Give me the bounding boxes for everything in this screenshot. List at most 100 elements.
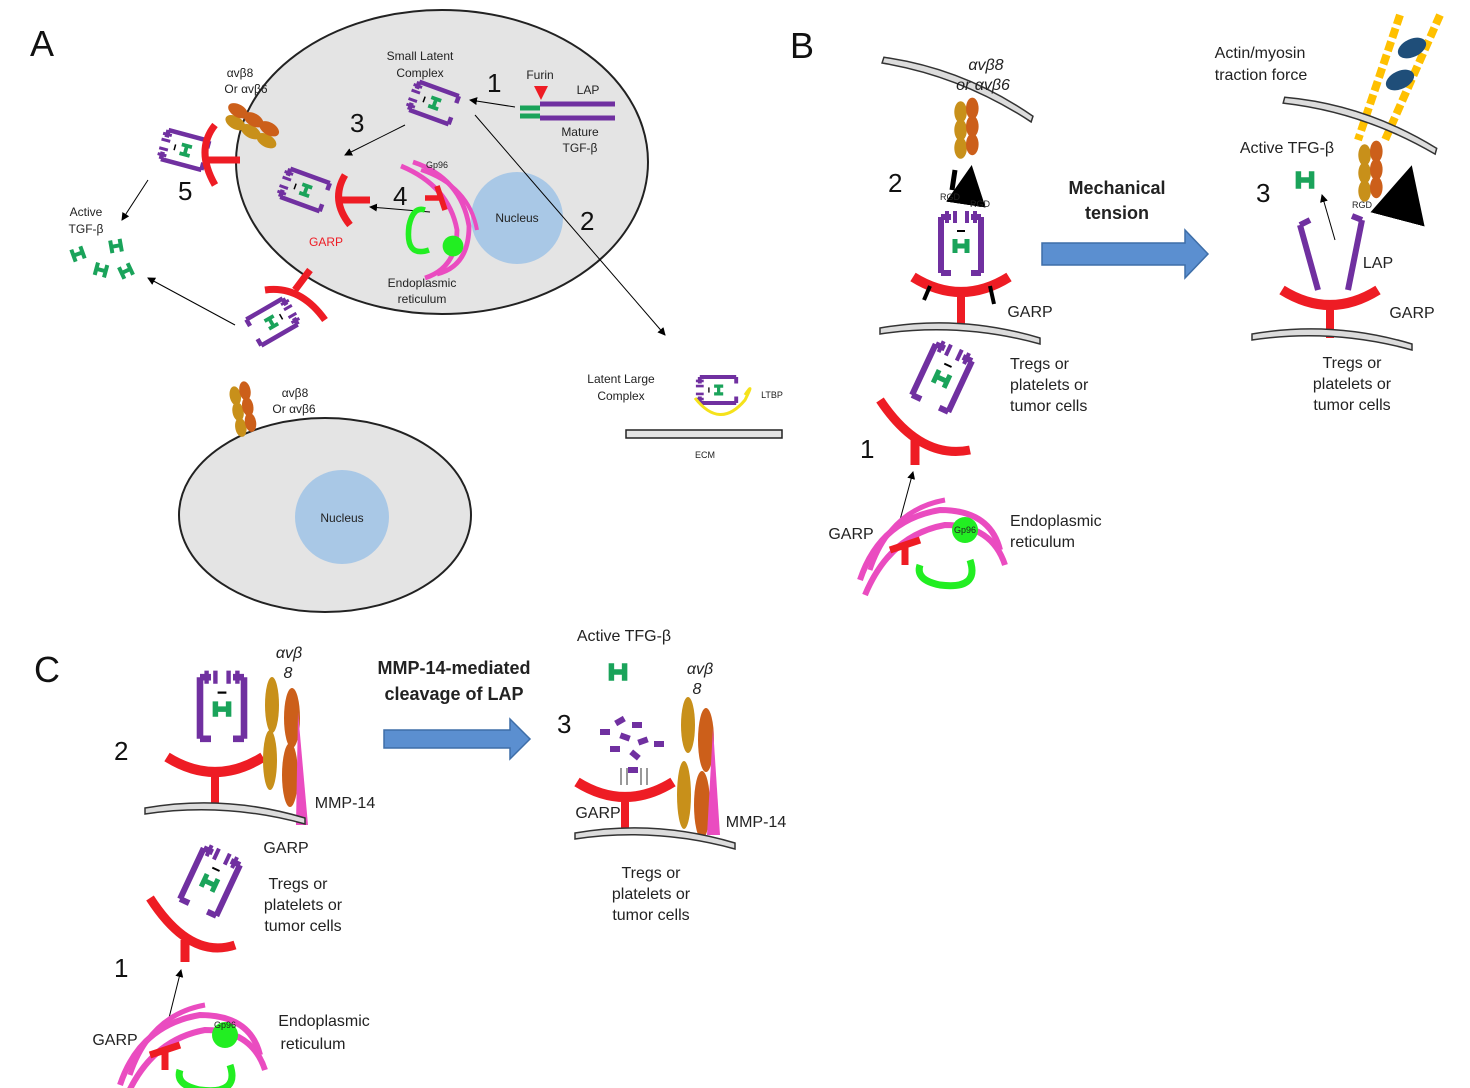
mmp14-label-c3: MMP-14 (726, 814, 787, 831)
er-label-b-2: reticulum (1010, 534, 1075, 551)
cells-c-1: Tregs or (269, 876, 329, 893)
actin-filaments (1354, 13, 1444, 142)
lap-label: LAP (577, 83, 600, 97)
panel-c: C αvβ 8 MMP-14 2 GARP Tregs or platelets… (34, 628, 786, 1088)
arrow-a-6 (147, 277, 236, 326)
mmp14-c2 (296, 712, 308, 825)
garp-label-b1: GARP (828, 526, 873, 543)
mechanical-label-1: Mechanical (1068, 178, 1165, 198)
mature-label-2: TGF-β (563, 141, 598, 155)
integrin-b-label-2: or αvβ6 (956, 77, 1010, 94)
latent-c1 (180, 843, 242, 916)
mmp14-label-c2: MMP-14 (315, 795, 376, 812)
myosin-icon-1 (1397, 37, 1427, 59)
panel-b-label: B (790, 25, 814, 66)
panel-b: B αvβ8 or αvβ6 2 RGD RGD GARP Tregs or p… (790, 13, 1444, 595)
active-tgfb-mark-c (611, 663, 624, 681)
membrane-c2 (144, 802, 306, 825)
active-tgfb-b: Active TFG-β (1240, 140, 1334, 157)
er-label-a-1: Endoplasmic (388, 276, 457, 290)
cells-c3-3: tumor cells (612, 907, 689, 924)
mmp14-c3 (707, 728, 720, 835)
step-c-2: 2 (114, 736, 128, 766)
free-garp (264, 267, 328, 323)
step-a-2: 2 (580, 206, 594, 236)
ecm-bar (625, 429, 783, 439)
arrow-a-1 (469, 97, 516, 108)
latent-b1 (912, 339, 974, 412)
er-b (860, 500, 1005, 595)
cells-c3-1: Tregs or (622, 865, 682, 882)
integrin-a-label-1: αvβ8 (227, 66, 254, 80)
lap-chain (540, 101, 615, 121)
small-latent-label-2: Complex (396, 66, 443, 80)
free-garp-latent (246, 296, 301, 345)
gp96-label-b: Gp96 (954, 525, 976, 535)
cleavage-label-1: MMP-14-mediated (377, 658, 530, 678)
step-a-1: 1 (487, 68, 501, 98)
integrin-c3-label-2: 8 (693, 681, 702, 698)
garp-membrane-a (201, 122, 240, 187)
rgd-right: RGD (970, 199, 991, 209)
ecm-label: ECM (695, 450, 715, 460)
integrin-b3 (1358, 140, 1383, 202)
ltbp-chain (693, 387, 752, 416)
gp96-label-a: Gp96 (426, 160, 448, 170)
panel-c-label: C (34, 649, 60, 690)
garp-label-b2: GARP (1007, 304, 1052, 321)
active-tgfb-mark-b (1298, 171, 1311, 189)
step-a-4: 4 (393, 181, 407, 211)
arrow-c-1 (167, 969, 184, 1023)
step-c-3: 3 (557, 709, 571, 739)
integrin-a-label-2: Or αvβ6 (224, 82, 268, 96)
membrane-b3 (1251, 328, 1413, 351)
panel-a-label: A (30, 23, 54, 64)
llc-complex (693, 375, 739, 405)
cells-b3-1: Tregs or (1323, 355, 1383, 372)
cleavage-arrow (383, 717, 532, 761)
step-a-3: 3 (350, 108, 364, 138)
garp-c2 (167, 757, 263, 805)
llc-label-1: Latent Large (587, 372, 655, 386)
arrow-a-2 (474, 114, 666, 336)
furin-label: Furin (526, 68, 553, 82)
garp-b1 (876, 397, 971, 465)
lap-fragments (600, 715, 664, 773)
garp-in-cell (335, 173, 370, 228)
latent-c2 (200, 671, 244, 739)
arrow-a-3 (344, 124, 406, 156)
integrin-a-bottom (227, 380, 259, 438)
lap-label-b: LAP (1363, 255, 1393, 272)
nucleus-bottom (295, 470, 389, 564)
garp-label-c1: GARP (92, 1032, 137, 1049)
cells-b-1: Tregs or (1010, 356, 1070, 373)
integrin-a-bottom-label-2: Or αvβ6 (272, 402, 316, 416)
integrin-c-label-2: 8 (284, 665, 293, 682)
mechanical-arrow (1041, 228, 1210, 280)
integrin-a-bottom-label-1: αvβ8 (282, 386, 309, 400)
actin-label-2: traction force (1215, 67, 1308, 84)
active-tgfb-a-1: Active (70, 205, 103, 219)
integrin-b (954, 97, 979, 159)
mature-tgfb-bars (520, 105, 540, 119)
er-label-c-2: reticulum (281, 1036, 346, 1053)
active-tgfb-mark-1 (71, 246, 84, 261)
actin-label-1: Actin/myosin (1215, 45, 1306, 62)
myosin-icon-2 (1385, 69, 1415, 91)
membrane-b2 (879, 322, 1041, 345)
cells-c3-2: platelets or (612, 886, 691, 903)
nucleus-top (471, 172, 563, 264)
cells-b-2: platelets or (1010, 377, 1089, 394)
down-arrows-b2 (922, 285, 996, 305)
garp-tethers (620, 768, 648, 785)
llc-label-2: Complex (597, 389, 644, 403)
active-tgfb-mark-4 (119, 263, 133, 279)
rgd-b3: RGD (1352, 200, 1373, 210)
garp-c1 (146, 895, 237, 962)
mature-label-1: Mature (561, 125, 599, 139)
tension-arrows-b2 (952, 170, 971, 190)
garp-label-b3: GARP (1389, 305, 1434, 322)
panel-a: A Nucleus Nucleus Small Latent Complex F… (30, 9, 783, 613)
integrin-c3-label-1: αvβ (687, 661, 713, 678)
